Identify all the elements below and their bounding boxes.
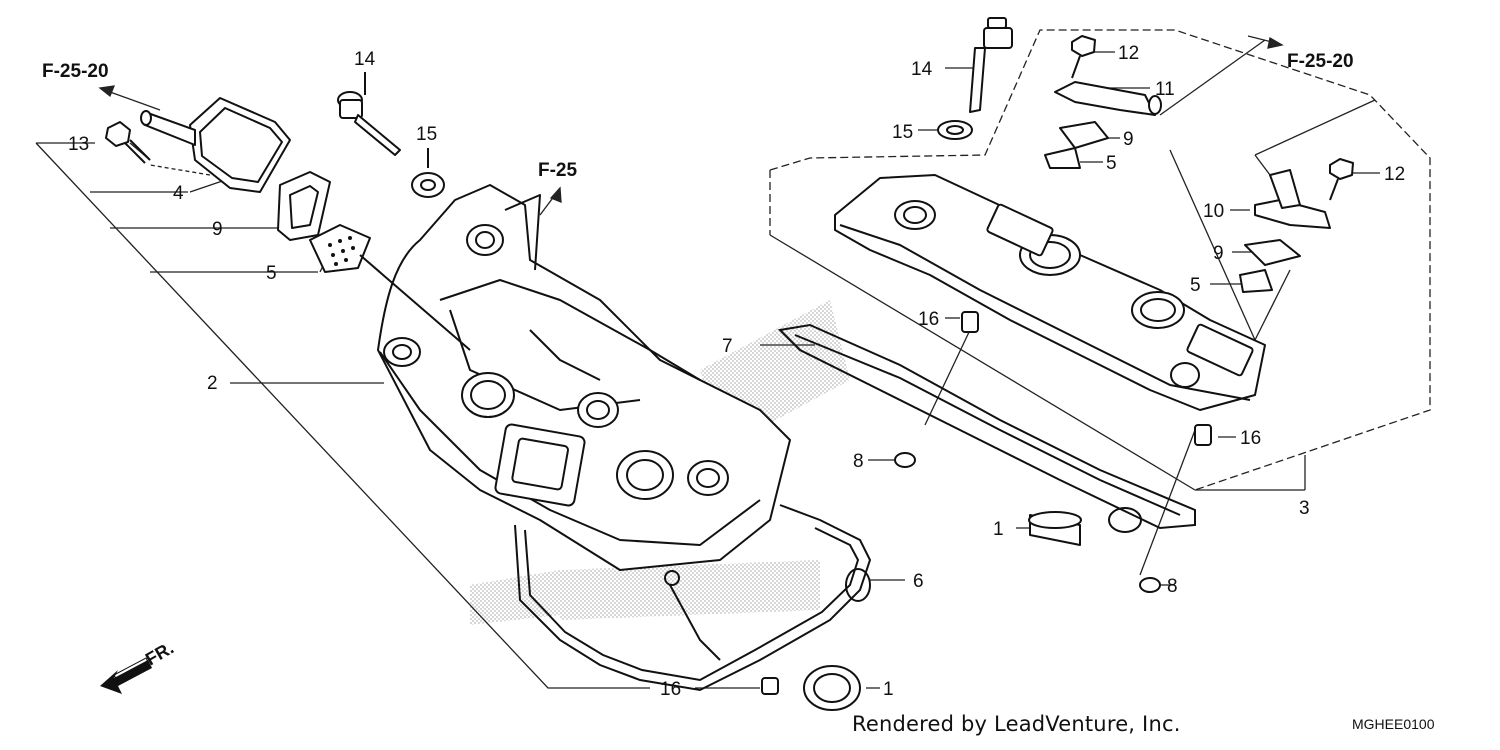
ref-f-25[interactable]: F-25 — [538, 160, 578, 181]
callout-7[interactable]: 7 — [722, 336, 733, 357]
left-head-cover — [377, 184, 791, 571]
callout-4[interactable]: 4 — [173, 183, 184, 204]
ref-f-25-20-right[interactable]: F-25-20 — [1287, 51, 1354, 72]
callout-2[interactable]: 2 — [207, 373, 218, 394]
callout-9-right[interactable]: 9 — [1213, 243, 1224, 264]
callout-9-left[interactable]: 9 — [212, 219, 223, 240]
callout-14-left[interactable]: 14 — [354, 49, 376, 70]
callout-5-right[interactable]: 5 — [1190, 275, 1201, 296]
right-head-cover — [834, 174, 1266, 411]
callout-3[interactable]: 3 — [1299, 498, 1310, 519]
callout-1-left[interactable]: 1 — [883, 679, 894, 700]
callout-16-left[interactable]: 16 — [660, 679, 681, 700]
diagram-code: MGHEE0100 — [1352, 716, 1435, 732]
credit-text: Rendered by LeadVenture, Inc. — [852, 712, 1181, 736]
callout-13[interactable]: 13 — [68, 134, 89, 155]
callout-16-lower[interactable]: 16 — [1240, 428, 1261, 449]
left-small-parts — [105, 72, 861, 711]
reference-arrows — [98, 35, 1284, 216]
callout-5-top[interactable]: 5 — [1106, 153, 1117, 174]
callout-15-right[interactable]: 15 — [892, 122, 913, 143]
right-small-parts — [894, 17, 1354, 593]
callout-8-left[interactable]: 8 — [853, 451, 864, 472]
callout-16-upper[interactable]: 16 — [918, 309, 939, 330]
callout-12-top[interactable]: 12 — [1118, 43, 1139, 64]
ref-f-25-20-left[interactable]: F-25-20 — [42, 61, 109, 82]
callout-11[interactable]: 11 — [1155, 79, 1175, 100]
left-gasket — [514, 504, 872, 692]
callout-1-right[interactable]: 1 — [993, 519, 1004, 540]
front-direction-arrow: FR. — [100, 638, 177, 694]
callout-9-top[interactable]: 9 — [1123, 129, 1134, 150]
callout-12-right[interactable]: 12 — [1384, 164, 1405, 185]
callout-15-left[interactable]: 15 — [416, 124, 437, 145]
right-gasket — [777, 323, 1196, 533]
callout-5-left[interactable]: 5 — [266, 263, 277, 284]
callout-8-right[interactable]: 8 — [1167, 576, 1178, 597]
callout-6[interactable]: 6 — [913, 571, 924, 592]
callout-10[interactable]: 10 — [1203, 201, 1224, 222]
callout-14-right[interactable]: 14 — [911, 59, 933, 80]
